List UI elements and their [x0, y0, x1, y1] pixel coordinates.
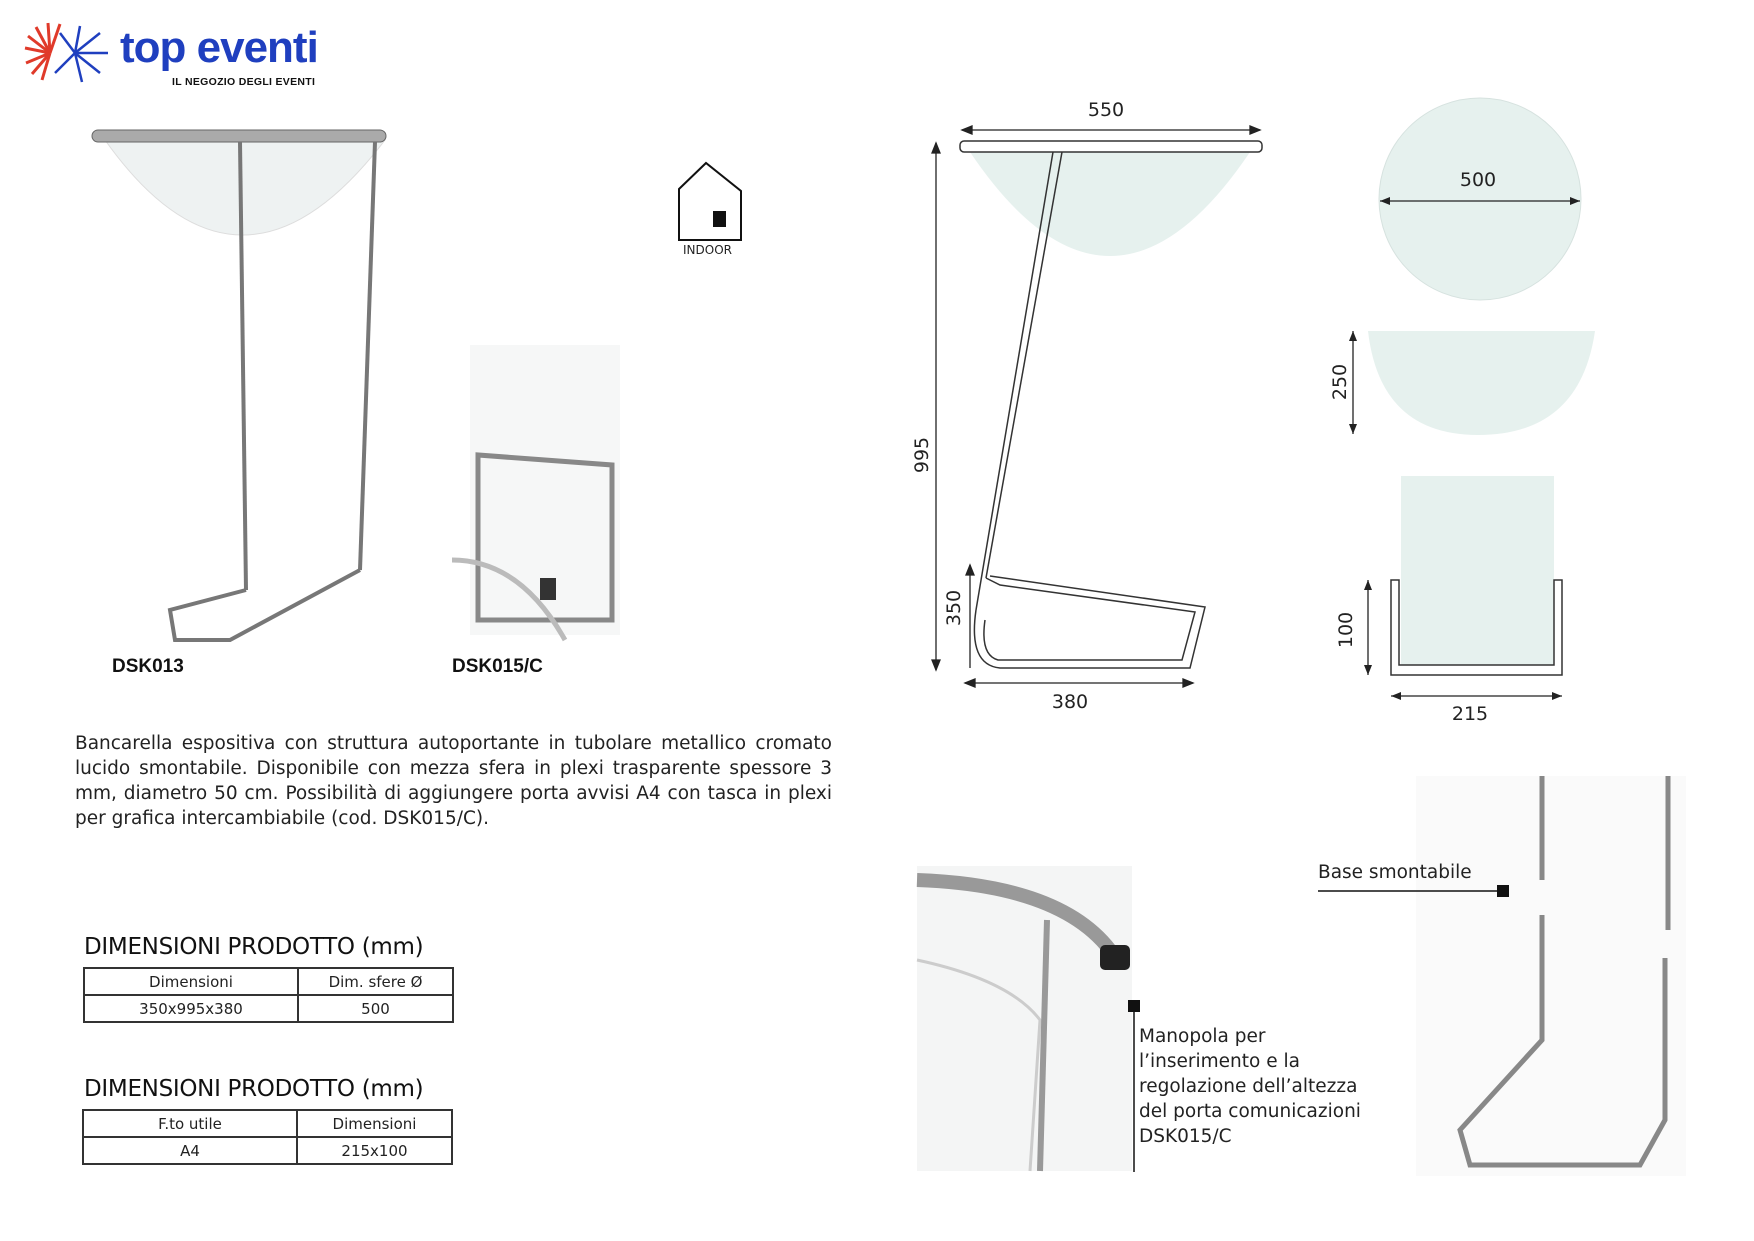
dim-pocket-height: 100 [1335, 612, 1357, 648]
dim-sphere-diameter: 500 [1460, 169, 1496, 191]
table-row: A4 215x100 [82, 1136, 453, 1165]
product-description: Bancarella espositiva con struttura auto… [75, 733, 832, 829]
logo-tagline: IL NEGOZIO DEGLI EVENTI [172, 76, 316, 88]
base-callout: Base smontabile [1318, 862, 1472, 883]
product-photo-dsk013 [91, 129, 387, 642]
product-photo-dsk015c [451, 345, 620, 642]
logo: top eventi IL NEGOZIO DEGLI EVENTI [20, 14, 320, 100]
dim-pocket-width: 215 [1452, 703, 1488, 725]
table-header-cell: Dim. sfere Ø [297, 967, 454, 996]
logo-wordmark: top eventi [120, 23, 319, 72]
sphere-side-view-drawing: 250 [1329, 331, 1595, 435]
table-header-cell: Dimensioni [296, 1109, 453, 1138]
product-code-dsk013: DSK013 [112, 656, 184, 677]
product-code-dsk015c: DSK015/C [452, 656, 543, 677]
dim-base-depth: 380 [1052, 691, 1088, 713]
logo-burst-icon [24, 22, 108, 83]
table-cell: 350x995x380 [83, 994, 299, 1023]
pocket-drawing: 100 215 [1335, 476, 1563, 725]
dim-height: 995 [911, 437, 933, 473]
side-view-drawing: 550 995 350 380 [911, 99, 1263, 713]
dimensions-table: Dimensioni Dim. sfere Ø 350x995x380 500 [83, 967, 454, 1023]
table-header-row: F.to utile Dimensioni [82, 1109, 453, 1138]
dim-base-height: 350 [943, 590, 965, 626]
indoor-icon [678, 161, 742, 241]
format-table-title: DIMENSIONI PRODOTTO (mm) [84, 1076, 424, 1102]
table-row: 350x995x380 500 [83, 994, 454, 1023]
table-header-row: Dimensioni Dim. sfere Ø [83, 967, 454, 996]
format-table: F.to utile Dimensioni A4 215x100 [82, 1109, 453, 1165]
base-detail-photo [1318, 776, 1686, 1176]
table-header-cell: F.to utile [82, 1109, 298, 1138]
table-cell: 215x100 [296, 1136, 453, 1165]
indoor-label: INDOOR [683, 243, 732, 257]
table-header-cell: Dimensioni [83, 967, 299, 996]
sphere-top-view-drawing: 500 [1378, 97, 1582, 301]
table-cell: A4 [82, 1136, 298, 1165]
table-cell: 500 [297, 994, 454, 1023]
knob-callout: Manopola per l’inserimento e la regolazi… [1139, 1026, 1361, 1147]
dim-width-top: 550 [1088, 99, 1124, 121]
dim-sphere-depth: 250 [1329, 364, 1351, 400]
dimensions-table-title: DIMENSIONI PRODOTTO (mm) [84, 934, 424, 960]
knob-detail-photo [916, 866, 1140, 1172]
